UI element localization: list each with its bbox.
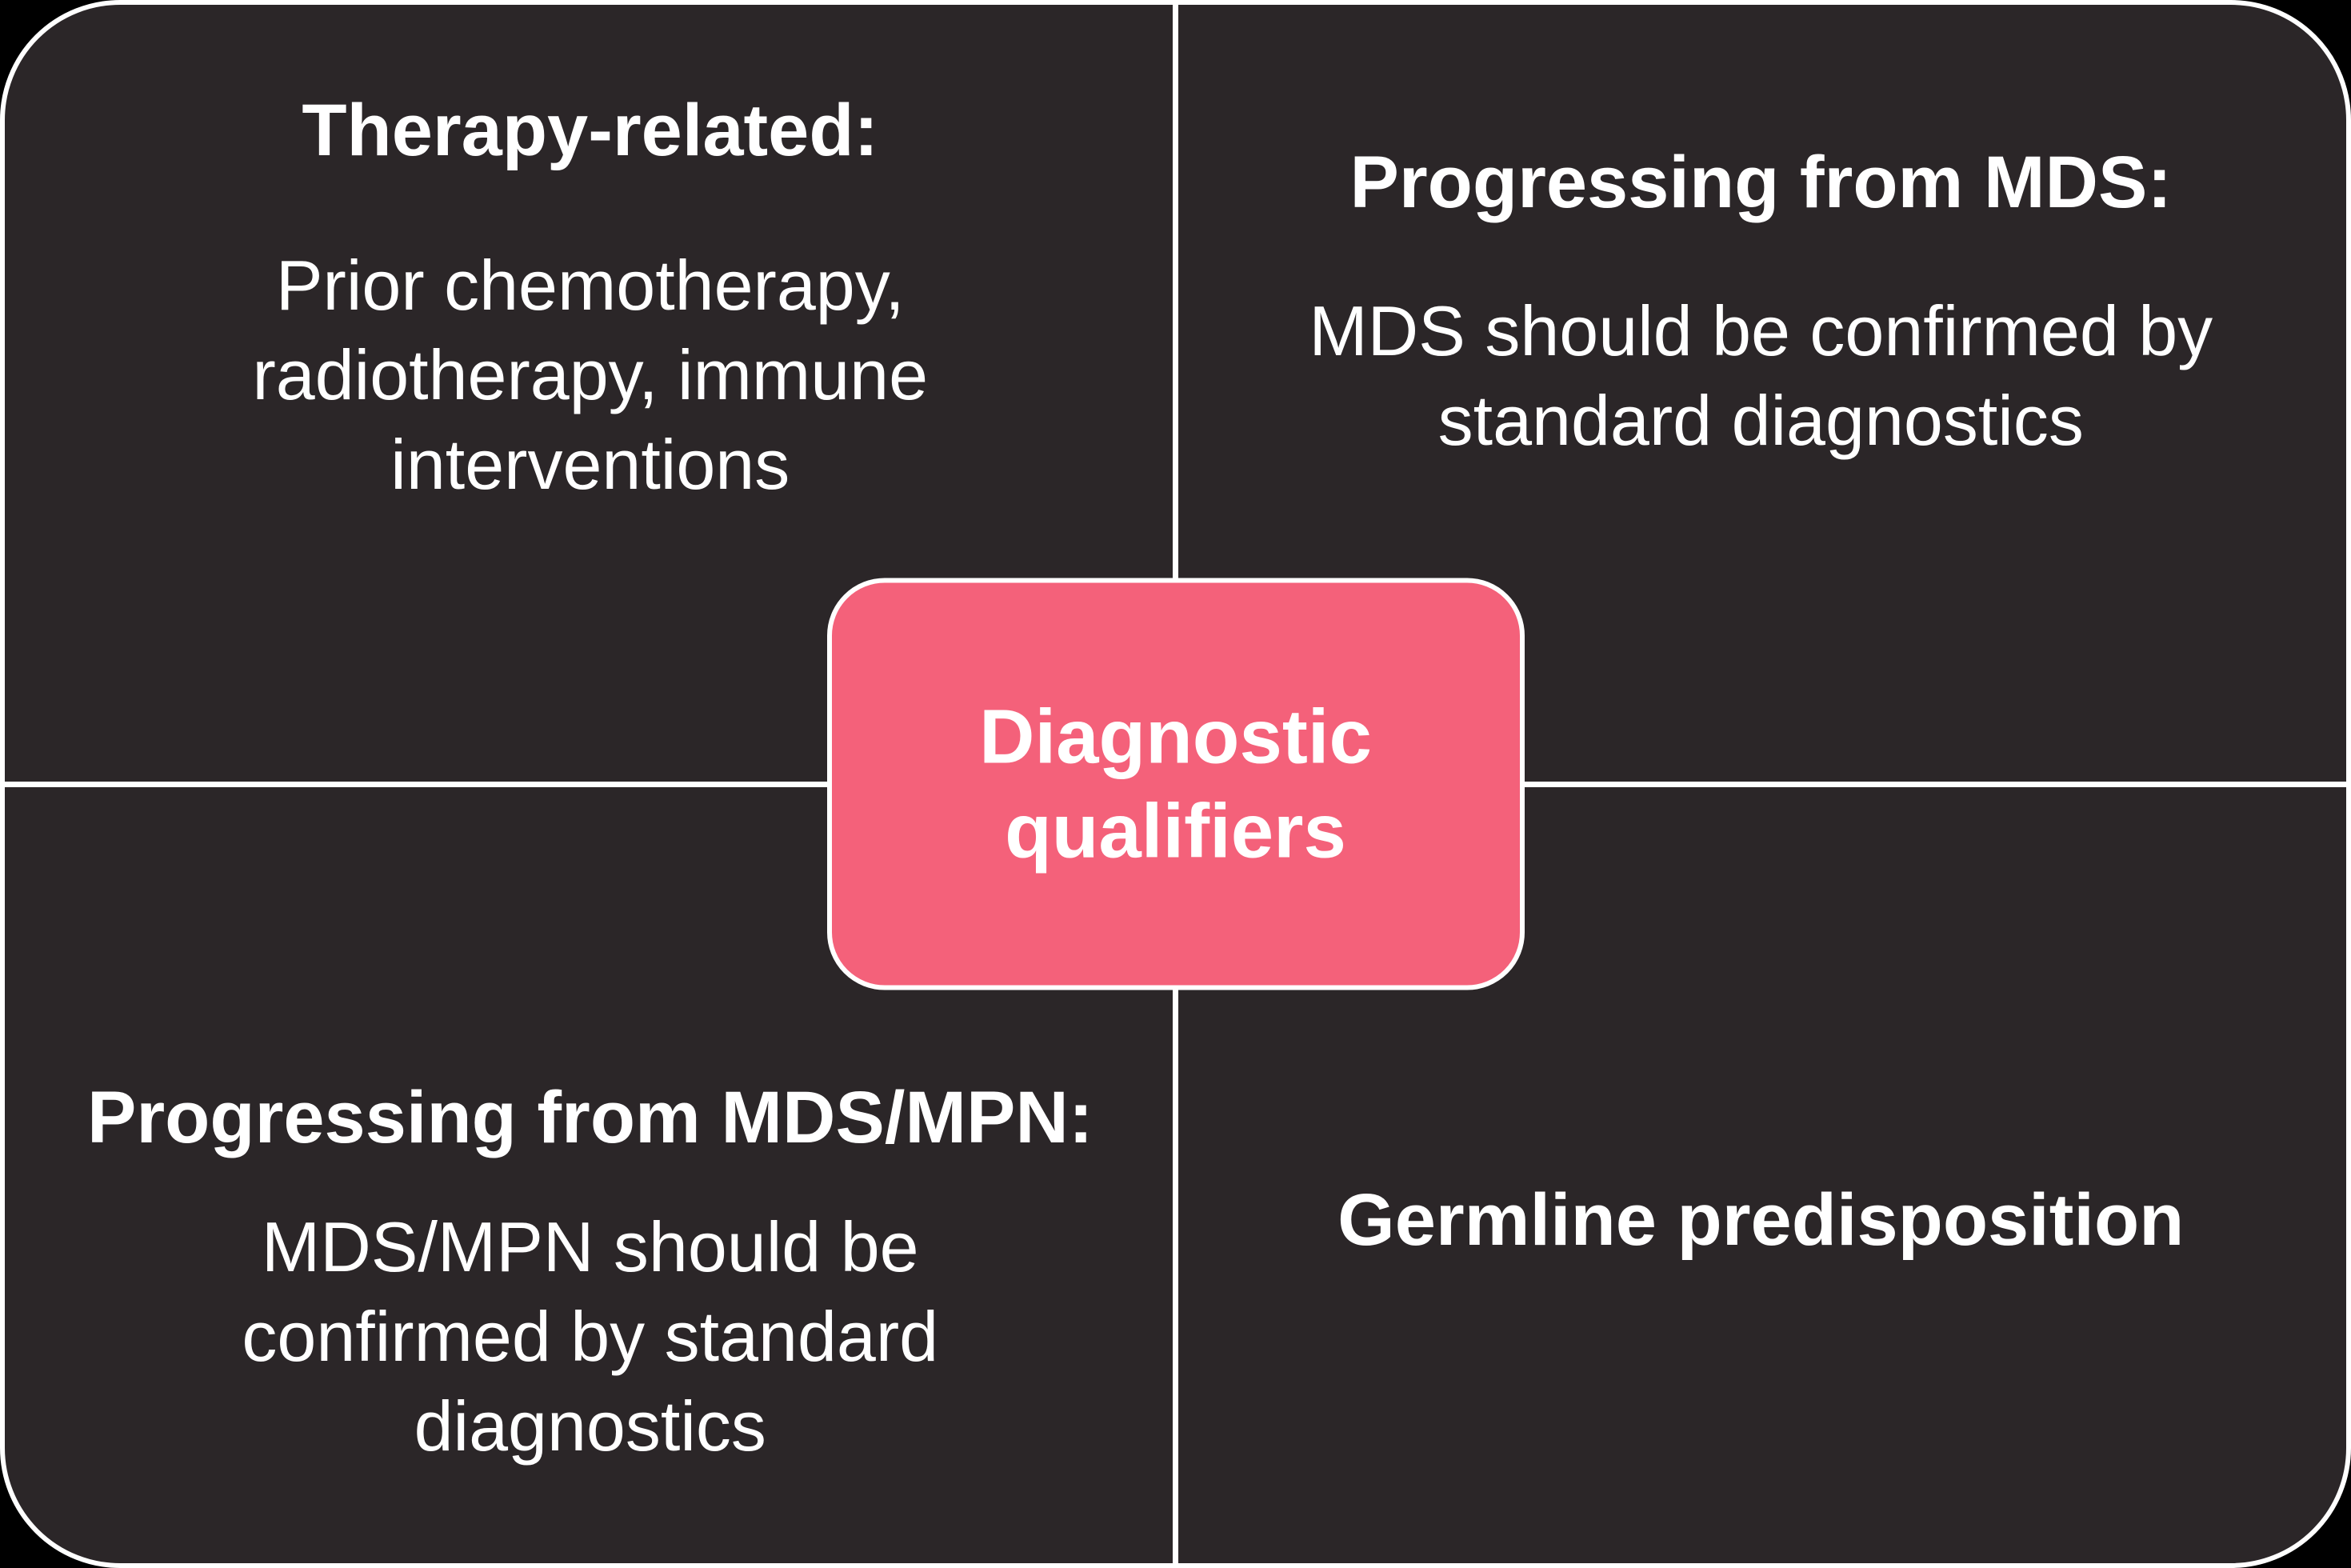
- quadrant-progressing-from-mds-mpn: Progressing from MDS/MPN: MDS/MPN should…: [5, 784, 1176, 1563]
- quadrant-heading: Therapy-related:: [302, 90, 879, 171]
- center-node-diagnostic-qualifiers: Diagnostic qualifiers: [826, 578, 1525, 990]
- center-node-label-line: Diagnostic: [979, 694, 1372, 780]
- body-line: radiotherapy, immune: [252, 334, 929, 414]
- quadrant-heading: Progressing from MDS:: [1349, 142, 2172, 223]
- body-line: standard diagnostics: [1437, 380, 2084, 460]
- body-line: confirmed by standard: [242, 1296, 939, 1376]
- body-line: diagnostics: [414, 1386, 766, 1466]
- quadrant-therapy-related: Therapy-related: Prior chemotherapy, rad…: [5, 5, 1176, 784]
- body-line: MDS/MPN should be: [261, 1207, 919, 1286]
- quadrant-body: MDS should be confirmed by standard diag…: [1309, 286, 2213, 466]
- center-node-label-line: qualifiers: [1005, 788, 1346, 874]
- quadrant-body: MDS/MPN should be confirmed by standard …: [242, 1202, 938, 1470]
- quadrant-heading: Germline predisposition: [1337, 1179, 2185, 1261]
- quadrant-heading: Progressing from MDS/MPN:: [87, 1077, 1094, 1158]
- body-line: interventions: [390, 424, 790, 504]
- quadrant-body: Prior chemotherapy, radiotherapy, immune…: [252, 241, 928, 509]
- body-line: Prior chemotherapy,: [275, 246, 905, 325]
- quadrant-progressing-from-mds: Progressing from MDS: MDS should be conf…: [1176, 5, 2347, 784]
- quadrant-germline-predisposition: Germline predisposition: [1176, 784, 2347, 1563]
- body-line: MDS should be confirmed by: [1309, 291, 2213, 370]
